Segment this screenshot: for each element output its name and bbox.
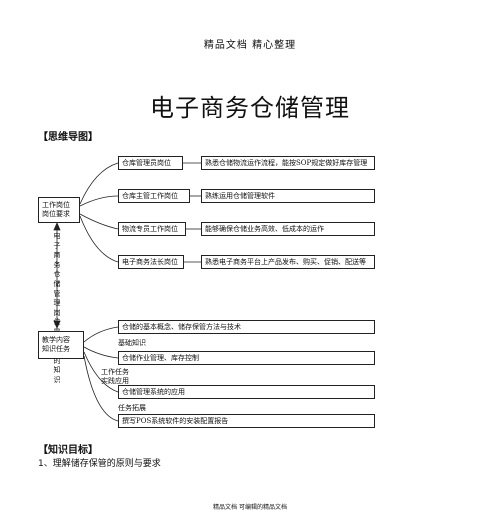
vertical-required-knowledge: 电子商务仓储管理岗位需具备的知识 (53, 232, 61, 384)
connector-knowledge-3 (83, 351, 119, 393)
role-box-logistics-specialist: 物流专员工作岗位 (118, 222, 186, 236)
requirement-box-3: 能够确保仓储业务高效、低成本的运作 (201, 222, 375, 236)
requirement-box-2: 熟练运用仓储管理软件 (201, 189, 375, 203)
teaching-content-line1: 教学内容 (42, 336, 70, 345)
connector-knowledge-4 (83, 355, 119, 422)
label-practice: 实践应用 (101, 377, 129, 385)
role-box-ecommerce-lead: 电子商务法长岗位 (118, 255, 184, 269)
label-task-extension: 任务拓展 (118, 404, 146, 412)
label-work-task: 工作任务 (101, 368, 129, 376)
page-header: 精品文档 精心整理 (203, 40, 297, 51)
teaching-content-box: 教学内容 知识任务 (38, 331, 84, 359)
requirement-box-4: 熟悉电子商务平台上产品发布、购买、促销、配送等 (201, 255, 375, 269)
role-box-warehouse-clerk: 仓库管理员岗位 (118, 156, 183, 170)
job-position-line1: 工作岗位 (42, 201, 70, 210)
role-box-warehouse-supervisor: 仓库主管工作岗位 (118, 189, 190, 203)
knowledge-box-pos-report: 撰写POS系统软件的安装配置报告 (118, 414, 375, 428)
teaching-content-line2: 知识任务 (42, 345, 70, 353)
section-goals-heading: 【知识目标】 (38, 445, 98, 456)
document-title: 电子商务仓储管理 (150, 94, 350, 122)
knowledge-box-wms: 仓储管理系统的应用 (118, 385, 375, 399)
label-basic-knowledge: 基础知识 (118, 339, 146, 347)
knowledge-box-basics: 仓储的基本概念、储存保管方法与技术 (118, 320, 375, 334)
goal-item-1: 1、理解储存保管的原则与要求 (38, 459, 161, 469)
connector-knowledge-1 (83, 326, 119, 343)
connector-role-3 (79, 213, 119, 230)
connector-knowledge-2 (83, 346, 119, 359)
job-position-line2: 岗位要求 (42, 210, 70, 218)
job-position-box: 工作岗位 岗位要求 (38, 197, 80, 223)
connector-role-1 (79, 162, 119, 205)
connector-role-2 (79, 195, 119, 207)
connector-role-4 (79, 215, 119, 263)
knowledge-box-operations: 仓储作业管理、库存控制 (118, 351, 375, 365)
page-footer: 精品文档 可编辑的精品文档 (213, 504, 287, 511)
requirement-box-1: 熟悉仓储物流运作流程，能按SOP规定做好库存管理 (201, 156, 375, 170)
section-mindmap-heading: 【思维导图】 (38, 132, 98, 143)
